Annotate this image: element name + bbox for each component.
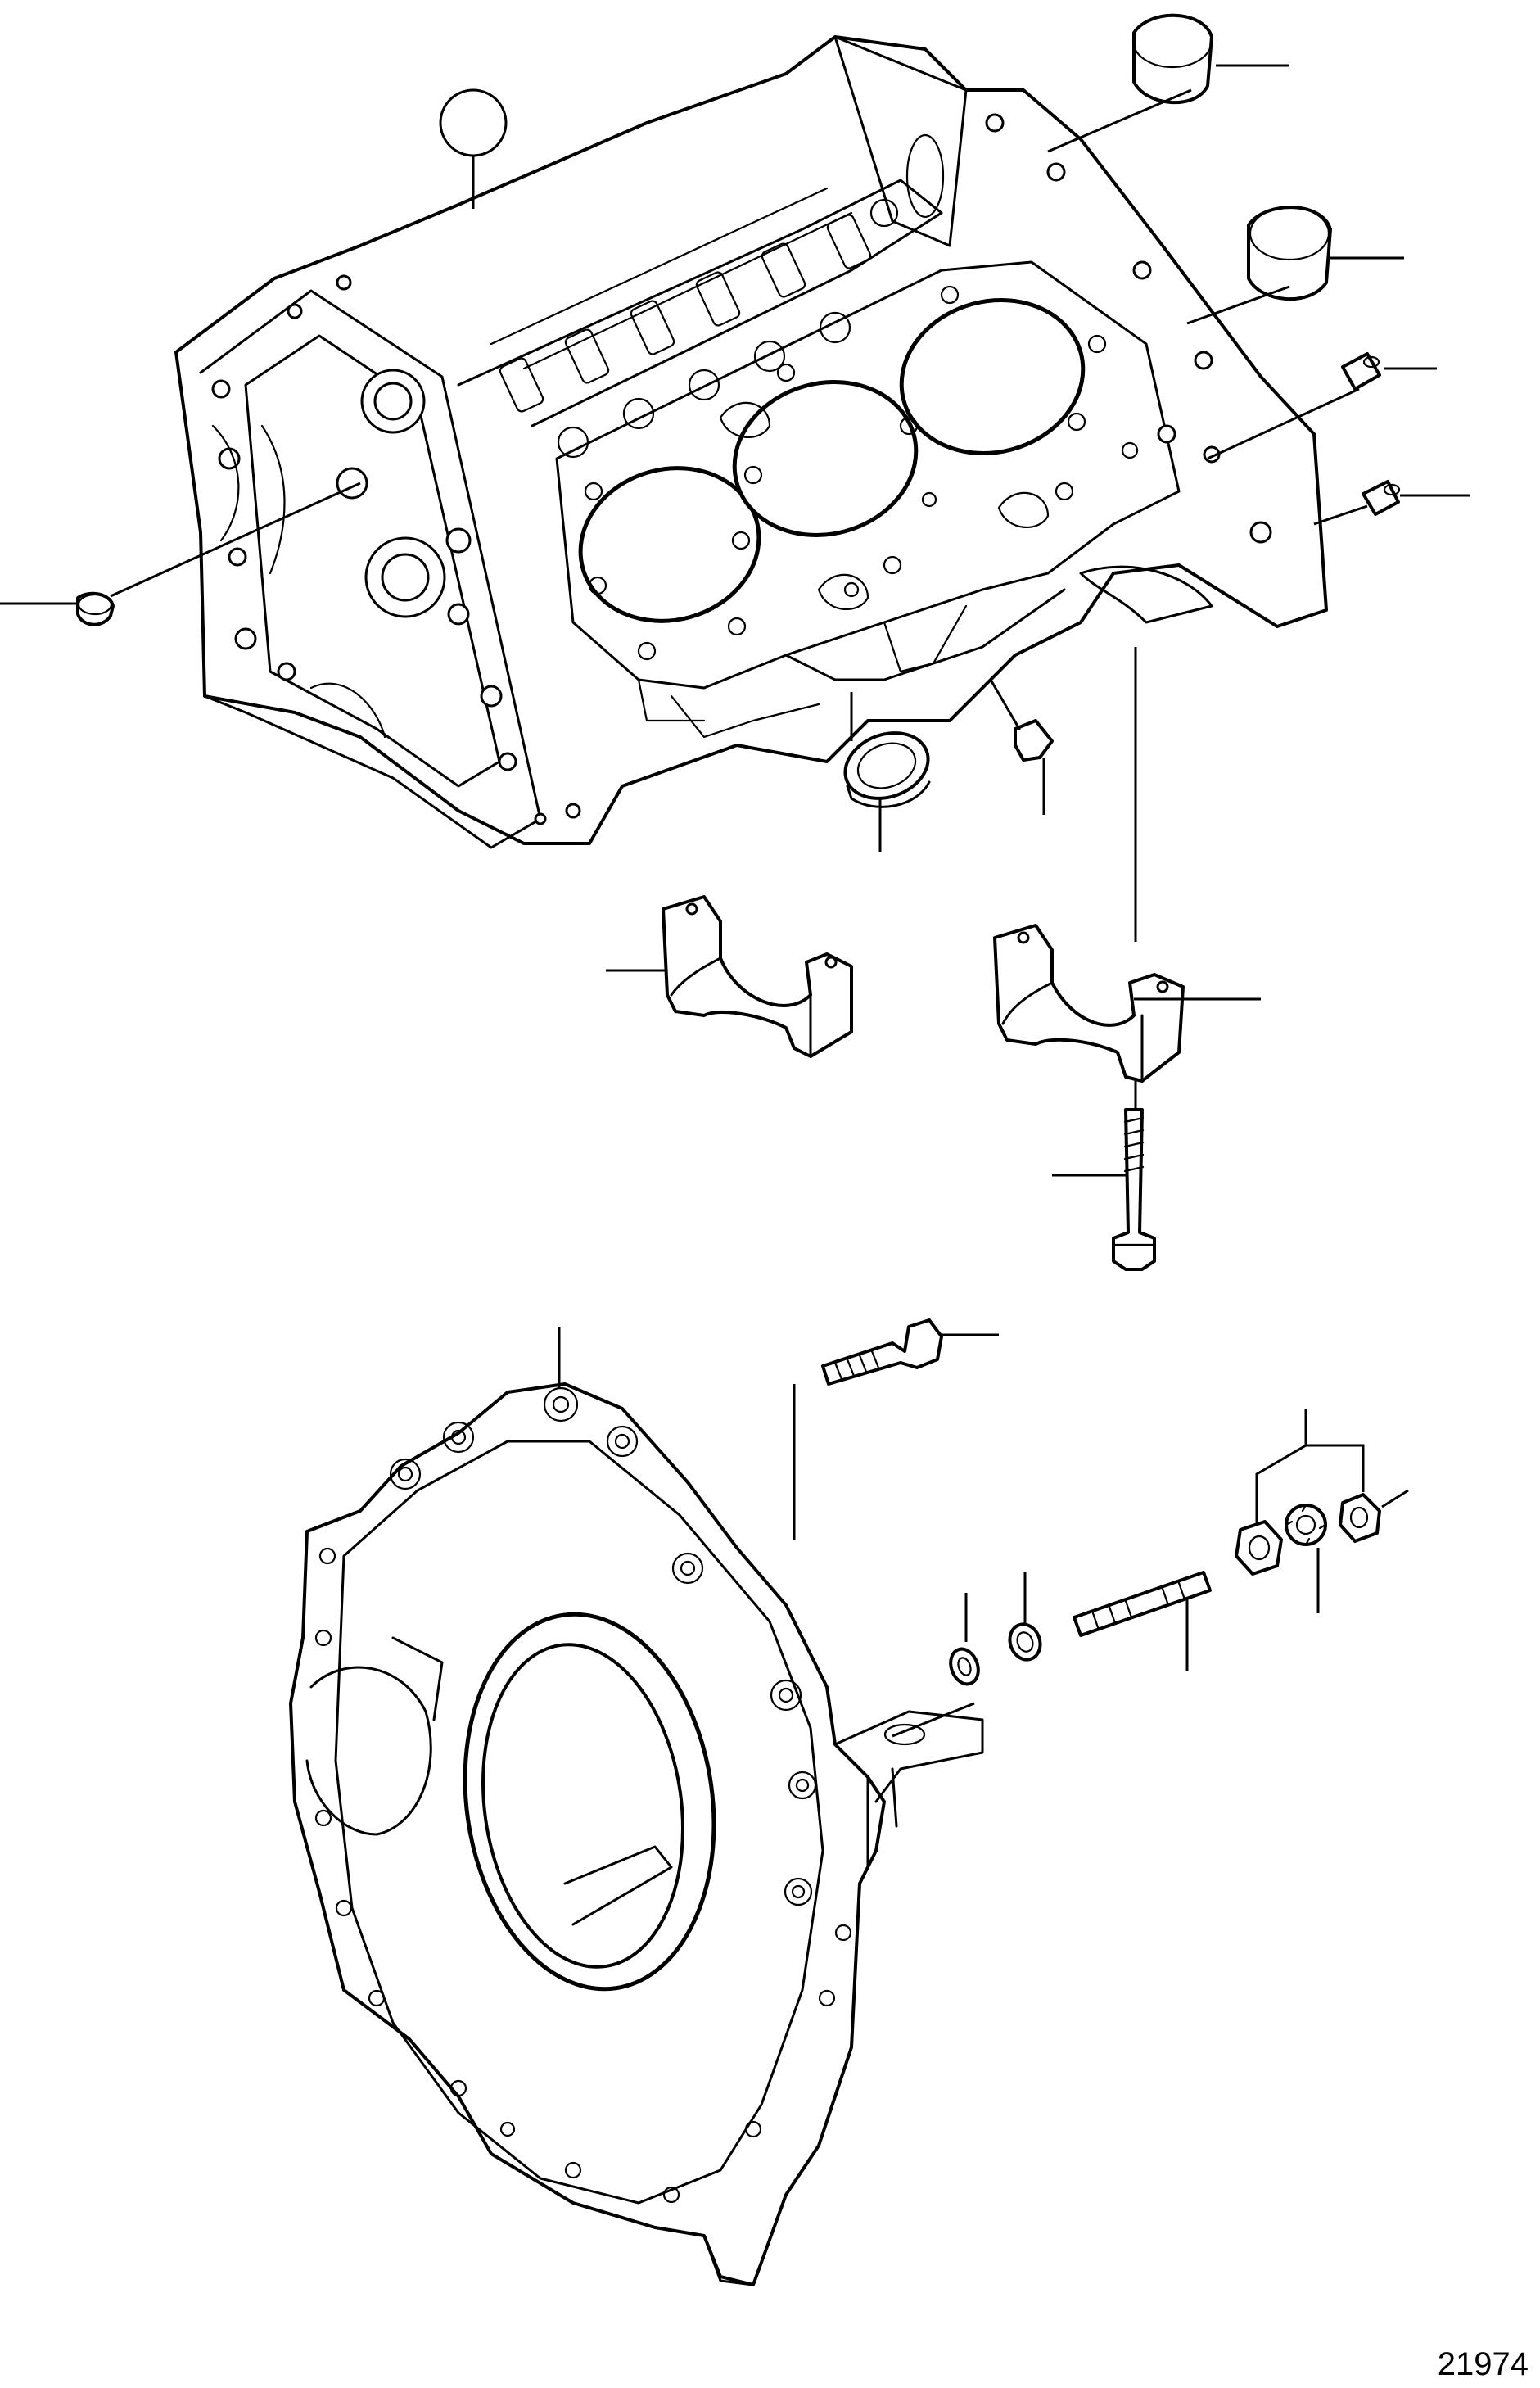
nut-2 — [1339, 1493, 1381, 1543]
diagram-reference-number: 21974 — [1437, 2346, 1529, 2382]
nut-1 — [1235, 1520, 1283, 1576]
leader-lines — [0, 64, 1470, 1738]
core-plug-top — [1131, 13, 1213, 104]
cup-plug-left — [76, 591, 115, 626]
pipe-plug-small-2 — [1362, 480, 1401, 516]
rear-main-seal — [843, 731, 931, 808]
pipe-plug-small-1 — [1341, 352, 1381, 391]
washer-2 — [1008, 1622, 1042, 1662]
core-plug-middle — [1247, 206, 1332, 301]
main-cap-bolt — [1112, 1108, 1156, 1271]
main-bearing-cap-left — [662, 895, 853, 1058]
flywheel-housing — [289, 1382, 984, 2286]
washer-1 — [949, 1647, 980, 1686]
drain-plug — [989, 678, 1054, 762]
stud — [1073, 1571, 1212, 1637]
lock-washer — [1285, 1504, 1327, 1546]
engine-block — [174, 35, 1328, 849]
flange-bolt — [821, 1318, 943, 1386]
main-bearing-cap-right — [993, 924, 1185, 1083]
